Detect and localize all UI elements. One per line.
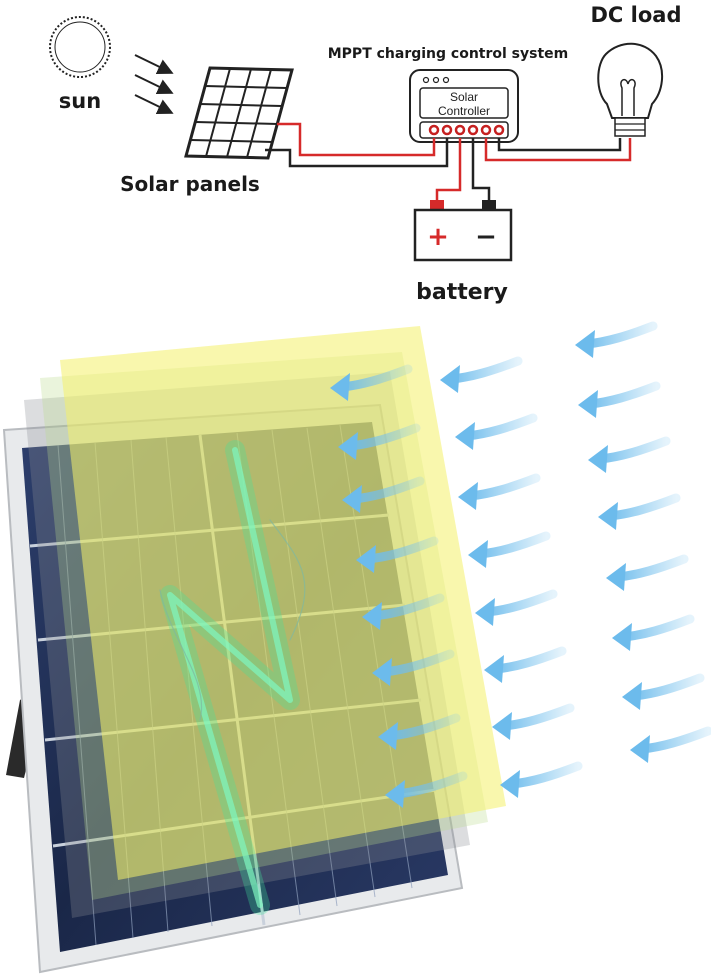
solar-panels-label: Solar panels (120, 172, 260, 196)
airflow-arrow-icon (458, 478, 536, 510)
airflow-arrow-icon (612, 619, 690, 651)
controller-line1: Solar (450, 90, 478, 104)
panel-illustration (2, 326, 708, 974)
sun-icon (49, 16, 111, 78)
airflow-arrow-icon (492, 708, 570, 740)
airflow-arrow-icon (588, 441, 666, 473)
system-title: MPPT charging control system (328, 46, 569, 62)
light-rays-icon (134, 54, 174, 114)
sun-label: sun (59, 89, 101, 113)
schematic: sun Solar panels MPPT charging control s… (49, 3, 682, 305)
battery-wires (435, 138, 491, 203)
airflow-arrow-icon (606, 559, 684, 591)
airflow-arrow-icon (578, 386, 656, 418)
airflow-arrow-icon (475, 594, 553, 626)
panel-wires (265, 122, 449, 168)
solar-panel-icon (184, 66, 294, 160)
energy-glow (159, 440, 306, 915)
dc-load-label: DC load (591, 3, 682, 27)
battery-label: battery (416, 280, 508, 305)
airflow-arrow-icon (468, 536, 546, 568)
airflow-arrow-icon (575, 326, 653, 358)
airflow-arrow-icon (598, 498, 676, 530)
battery-plus: + (427, 222, 449, 252)
airflow-arrow-icon (440, 361, 518, 393)
controller-icon (409, 69, 519, 143)
controller-line2: Controller (438, 104, 490, 118)
airflow-arrow-icon (484, 651, 562, 683)
battery-icon (413, 200, 513, 262)
load-wires (484, 138, 632, 162)
airflow-arrow-icon (455, 418, 533, 450)
light-bulb-icon (597, 42, 664, 137)
airflow-arrow-icon (622, 678, 700, 710)
airflow-arrow-icon (630, 731, 708, 763)
battery-minus: − (475, 222, 497, 252)
airflow-arrow-icon (500, 766, 578, 798)
